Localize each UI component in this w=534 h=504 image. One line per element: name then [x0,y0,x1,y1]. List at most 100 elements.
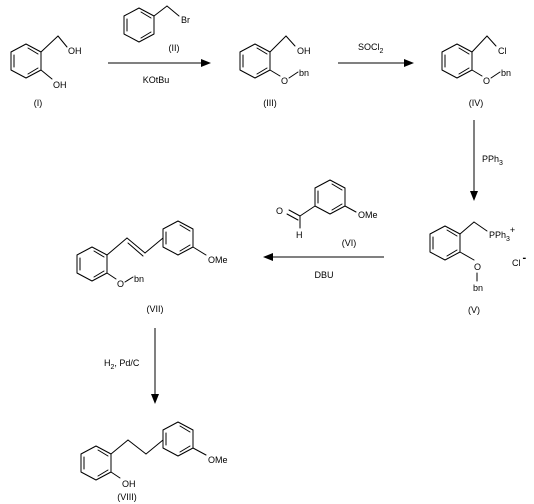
compound-VIII-ring-left-double-bond [97,469,109,477]
compound-VII-vinyl-bond [106,237,128,256]
arrow-step3-head [470,191,478,201]
arrow-step4-head [263,253,273,261]
compound-II-ring [123,7,155,43]
compound-III-ring-double-bond [256,67,268,75]
compound-VI-ring [314,179,346,215]
reagent-step3: PPh3 [482,154,503,167]
reagent-step2: SOCl2 [358,42,384,55]
reagent-step5: H2, Pd/C [104,358,140,371]
compound-VIII-ethyl-bond [110,439,129,455]
compound-VI-h: H [296,230,303,240]
compound-VII-ome: OMe [208,255,228,265]
compound-VIII-ethyl-bond [145,439,164,455]
compound-VII-ring-left-double-bond [93,270,105,278]
compound-IV: Cl O bn (IV) [441,35,511,108]
compound-VIII: OMe OH (VIII) [80,421,228,502]
compound-VII-ring-left-double-bond [93,250,105,258]
compound-III-ch2-bond [269,35,287,53]
compound-I-oh-ring: OH [53,80,67,90]
compound-IV-cl: Cl [498,46,507,56]
compound-VII-ring-right-double-bond [179,224,191,232]
compound-V-ring-double-bond [446,229,458,237]
arrow-step3: PPh3 [470,120,503,201]
compound-III-ring-double-bond [256,47,268,55]
compound-VII-bn-bond [124,276,134,283]
compound-VIII-label: (VIII) [117,492,137,502]
compound-VIII-oh-bond [110,471,121,479]
compound-III-oh: OH [297,46,311,56]
compound-II-label: (II) [169,43,180,53]
compound-V-label: (V) [468,305,480,315]
compound-VII-ome-bond [192,246,207,256]
compound-IV-bn-bond [490,71,501,79]
arrow-step4: DBU [263,253,384,280]
compound-VII-vinyl-double-bond [127,242,144,257]
compound-III: OH O bn (III) [239,35,311,108]
compound-I-oh-top: OH [68,46,82,56]
compound-VII-ring-left [76,246,108,282]
compound-IV-o-bond [471,69,483,77]
compound-I-ring-double-bond [27,67,39,75]
compound-II-ch2-bond [166,5,180,17]
compound-VI-co-double-bond [286,213,299,221]
compound-V-ring [429,225,461,261]
arrow-step2: SOCl2 [338,42,414,67]
compound-VIII-ring-right [162,421,194,457]
compound-VI-ome-bond [344,205,357,213]
compound-I: OH OH (I) [10,35,82,108]
arrow-step5: H2, Pd/C [104,328,159,404]
compound-VII-bn: bn [134,274,144,284]
arrow-step1-head [201,59,211,67]
compound-VIII-ring-left [80,445,112,481]
compound-VIII-ring-right-double-bond [179,445,191,453]
compound-III-bn: bn [299,68,309,78]
compound-V-ch2-bond [459,221,475,235]
compound-VIII-ome: OMe [208,455,228,465]
compound-I-label: (I) [34,98,43,108]
compound-IV-label: (IV) [469,98,484,108]
compound-VIII-ethyl-bond [127,439,147,455]
compound-VII-vinyl-bond [144,237,164,254]
compound-V-o-bond [459,251,475,261]
compound-IV-bn: bn [501,68,511,78]
compound-VII-vinyl-bond [126,237,146,254]
compound-II: Br (II) [123,5,190,53]
compound-VI-ome: OMe [358,210,378,220]
compound-VIII-oh: OH [122,479,136,489]
compound-VII-ring-right [162,220,194,256]
compound-VI-co-bond [288,209,301,217]
compound-IV-ring-double-bond [458,47,470,55]
compound-I-ring-double-bond [27,47,39,55]
compound-III-o-bond [269,69,281,77]
compound-I-ch2-bond [40,35,59,53]
compound-I-ch2-bond [57,35,68,48]
compound-III-bn-bond [288,71,299,79]
compound-VII-o-bond [106,272,117,280]
compound-III-label: (III) [263,98,277,108]
arrow-step5-head [151,394,159,404]
compound-V-ch2-bond [473,221,488,232]
compound-IV-ch2-bond [471,35,488,53]
compound-VI-cho-bond [299,205,316,217]
compound-I-oh-bond [40,69,53,80]
compound-II-br: Br [181,15,190,25]
compound-VI: O H OMe (VI) [276,179,378,248]
compound-V-pph3: PPh3+ [489,225,515,243]
compound-VIII-ring-right-double-bond [179,425,191,433]
compound-I-ring [10,43,42,79]
compound-III-o: O [281,76,288,86]
compound-VIII-ring-left-double-bond [97,449,109,457]
compound-VI-ring-double-bond [331,183,343,191]
compound-VII-o: O [117,279,124,289]
compound-VIII-ome-bond [192,447,207,456]
compound-V: PPh3+ O bn Cl- (V) [429,221,527,315]
compound-IV-o: O [483,76,490,86]
reagent-step1: KOtBu [143,75,170,85]
compound-IV-ring [441,43,473,79]
compound-III-ring [239,43,271,79]
compound-V-cl: Cl- [512,252,527,268]
arrow-step2-head [404,59,414,67]
compound-III-ch2-bond [285,35,296,47]
